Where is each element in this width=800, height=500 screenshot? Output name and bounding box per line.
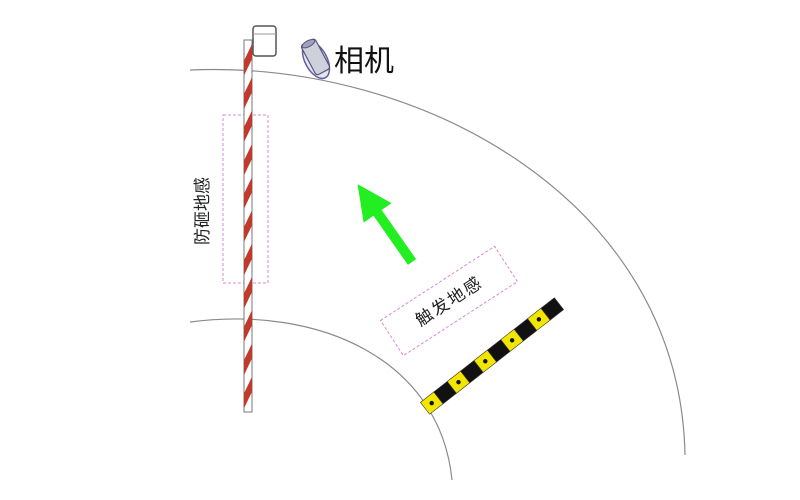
barrier-stripe xyxy=(244,177,252,209)
trigger-loop: 触发地感 xyxy=(379,245,519,357)
camera-icon xyxy=(300,38,331,80)
barrier-stripe xyxy=(244,276,252,309)
barrier-stripe xyxy=(244,77,252,109)
anti-smash-loop-label: 防砸地感 xyxy=(193,177,213,245)
trigger-loop-label: 触发地感 xyxy=(412,273,487,331)
barrier-stripe xyxy=(244,143,252,176)
road-outer-edge xyxy=(189,68,686,456)
speed-bump-reflector xyxy=(456,379,461,385)
camera-label: 相机 xyxy=(334,44,394,79)
speed-bump-reflector xyxy=(429,400,434,406)
speed-bump-reflector xyxy=(536,317,542,322)
barrier-stripe xyxy=(244,243,252,276)
barrier-stripe xyxy=(244,310,252,342)
direction-arrow-icon xyxy=(357,184,417,265)
speed-bump-reflector xyxy=(509,338,515,343)
barrier-stripe xyxy=(244,343,252,376)
barrier-stripe xyxy=(244,44,252,76)
speed-bump-icon xyxy=(419,297,565,415)
barrier-stripe xyxy=(244,376,252,409)
barrier-motor-icon xyxy=(252,25,277,57)
speed-bump-reflector xyxy=(483,359,488,364)
speed-bump-segment xyxy=(540,297,565,321)
barrier-stripe xyxy=(244,110,252,143)
barrier-gate-arm xyxy=(243,39,253,413)
barrier-stripe xyxy=(244,210,252,242)
road-inner-edge xyxy=(189,318,453,481)
